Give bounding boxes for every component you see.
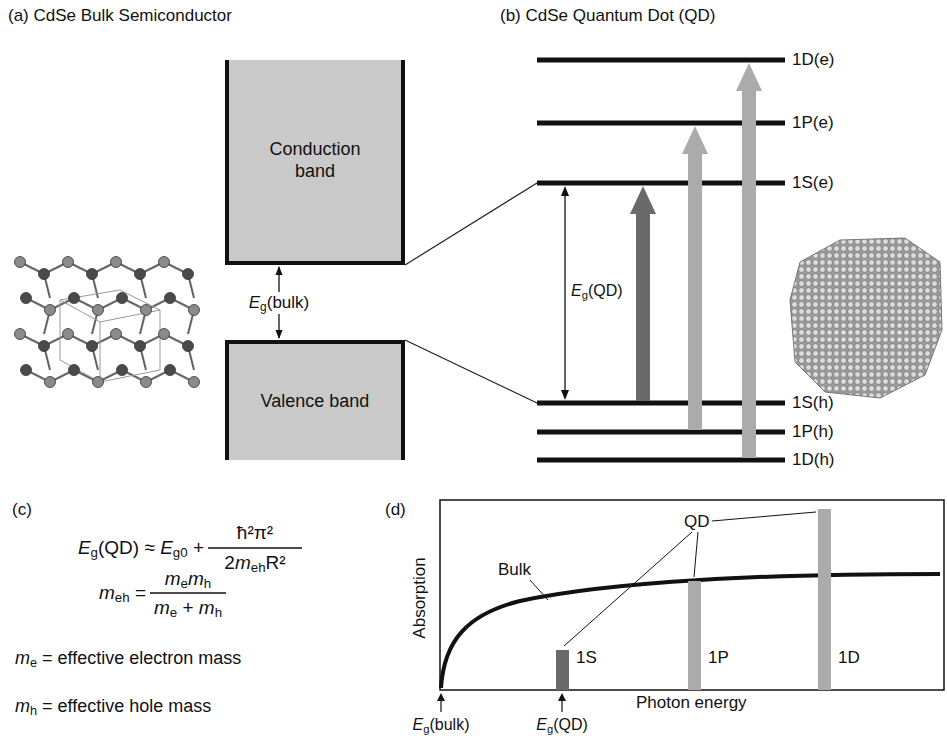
bar-label: 1S [576,648,597,668]
axis-title: Absorption [410,557,430,638]
leader-line [530,512,816,646]
level-name: 1S(e) [792,173,834,193]
band-name: Valence band [255,391,375,413]
panel-title: (d) [385,500,406,520]
formula: meh = [99,582,146,604]
level-name: 1S(h) [792,393,834,413]
pointer-line [405,183,537,265]
definition: mh = effective hole mass [15,696,211,717]
energy-levels [537,60,785,460]
energy-band: Valence band [225,340,405,460]
band-name: Conduction band [255,139,375,182]
formula: 2mehR² [224,552,285,574]
definition: me = effective electron mass [15,648,241,669]
gap-label: Eg(bulk) [246,292,312,314]
absorption-bar [556,650,569,690]
level-name: 1D(e) [792,50,835,70]
axis-title: Photon energy [636,693,747,713]
plot-frame [440,500,944,690]
energy-band: Conduction band [225,60,405,265]
fraction-bar [208,547,302,548]
gap-label: Eg(QD) [571,282,623,300]
formula: memh [165,568,211,590]
pointer-line [405,340,537,403]
fraction-bar [150,592,226,593]
axis-marker-label: Eg(QD) [536,716,588,734]
panel-title: (b) CdSe Quantum Dot (QD) [500,6,715,26]
axis-marker [437,693,566,712]
gap-arrow [561,186,569,400]
bar-label: 1P [708,648,729,668]
curve-label: Bulk [498,560,531,580]
panel-title: (a) CdSe Bulk Semiconductor [8,6,232,26]
formula: Eg(QD) ≈ Eg0 + [78,537,204,559]
formula: ħ²π² [237,522,273,544]
callout-text: QD [684,512,710,532]
level-name: 1D(h) [792,450,835,470]
crystal-lattice [15,257,200,388]
panel-title: (c) [12,500,32,520]
bar-label: 1D [838,648,860,668]
absorption-bar [688,581,701,690]
formula: me + mh [154,597,222,619]
axis-marker-label: Eg(bulk) [413,716,470,734]
absorption-bar [818,509,831,690]
level-name: 1P(h) [792,422,834,442]
level-name: 1P(e) [792,113,834,133]
quantum-dot [790,238,942,398]
transition-arrow [630,63,762,458]
